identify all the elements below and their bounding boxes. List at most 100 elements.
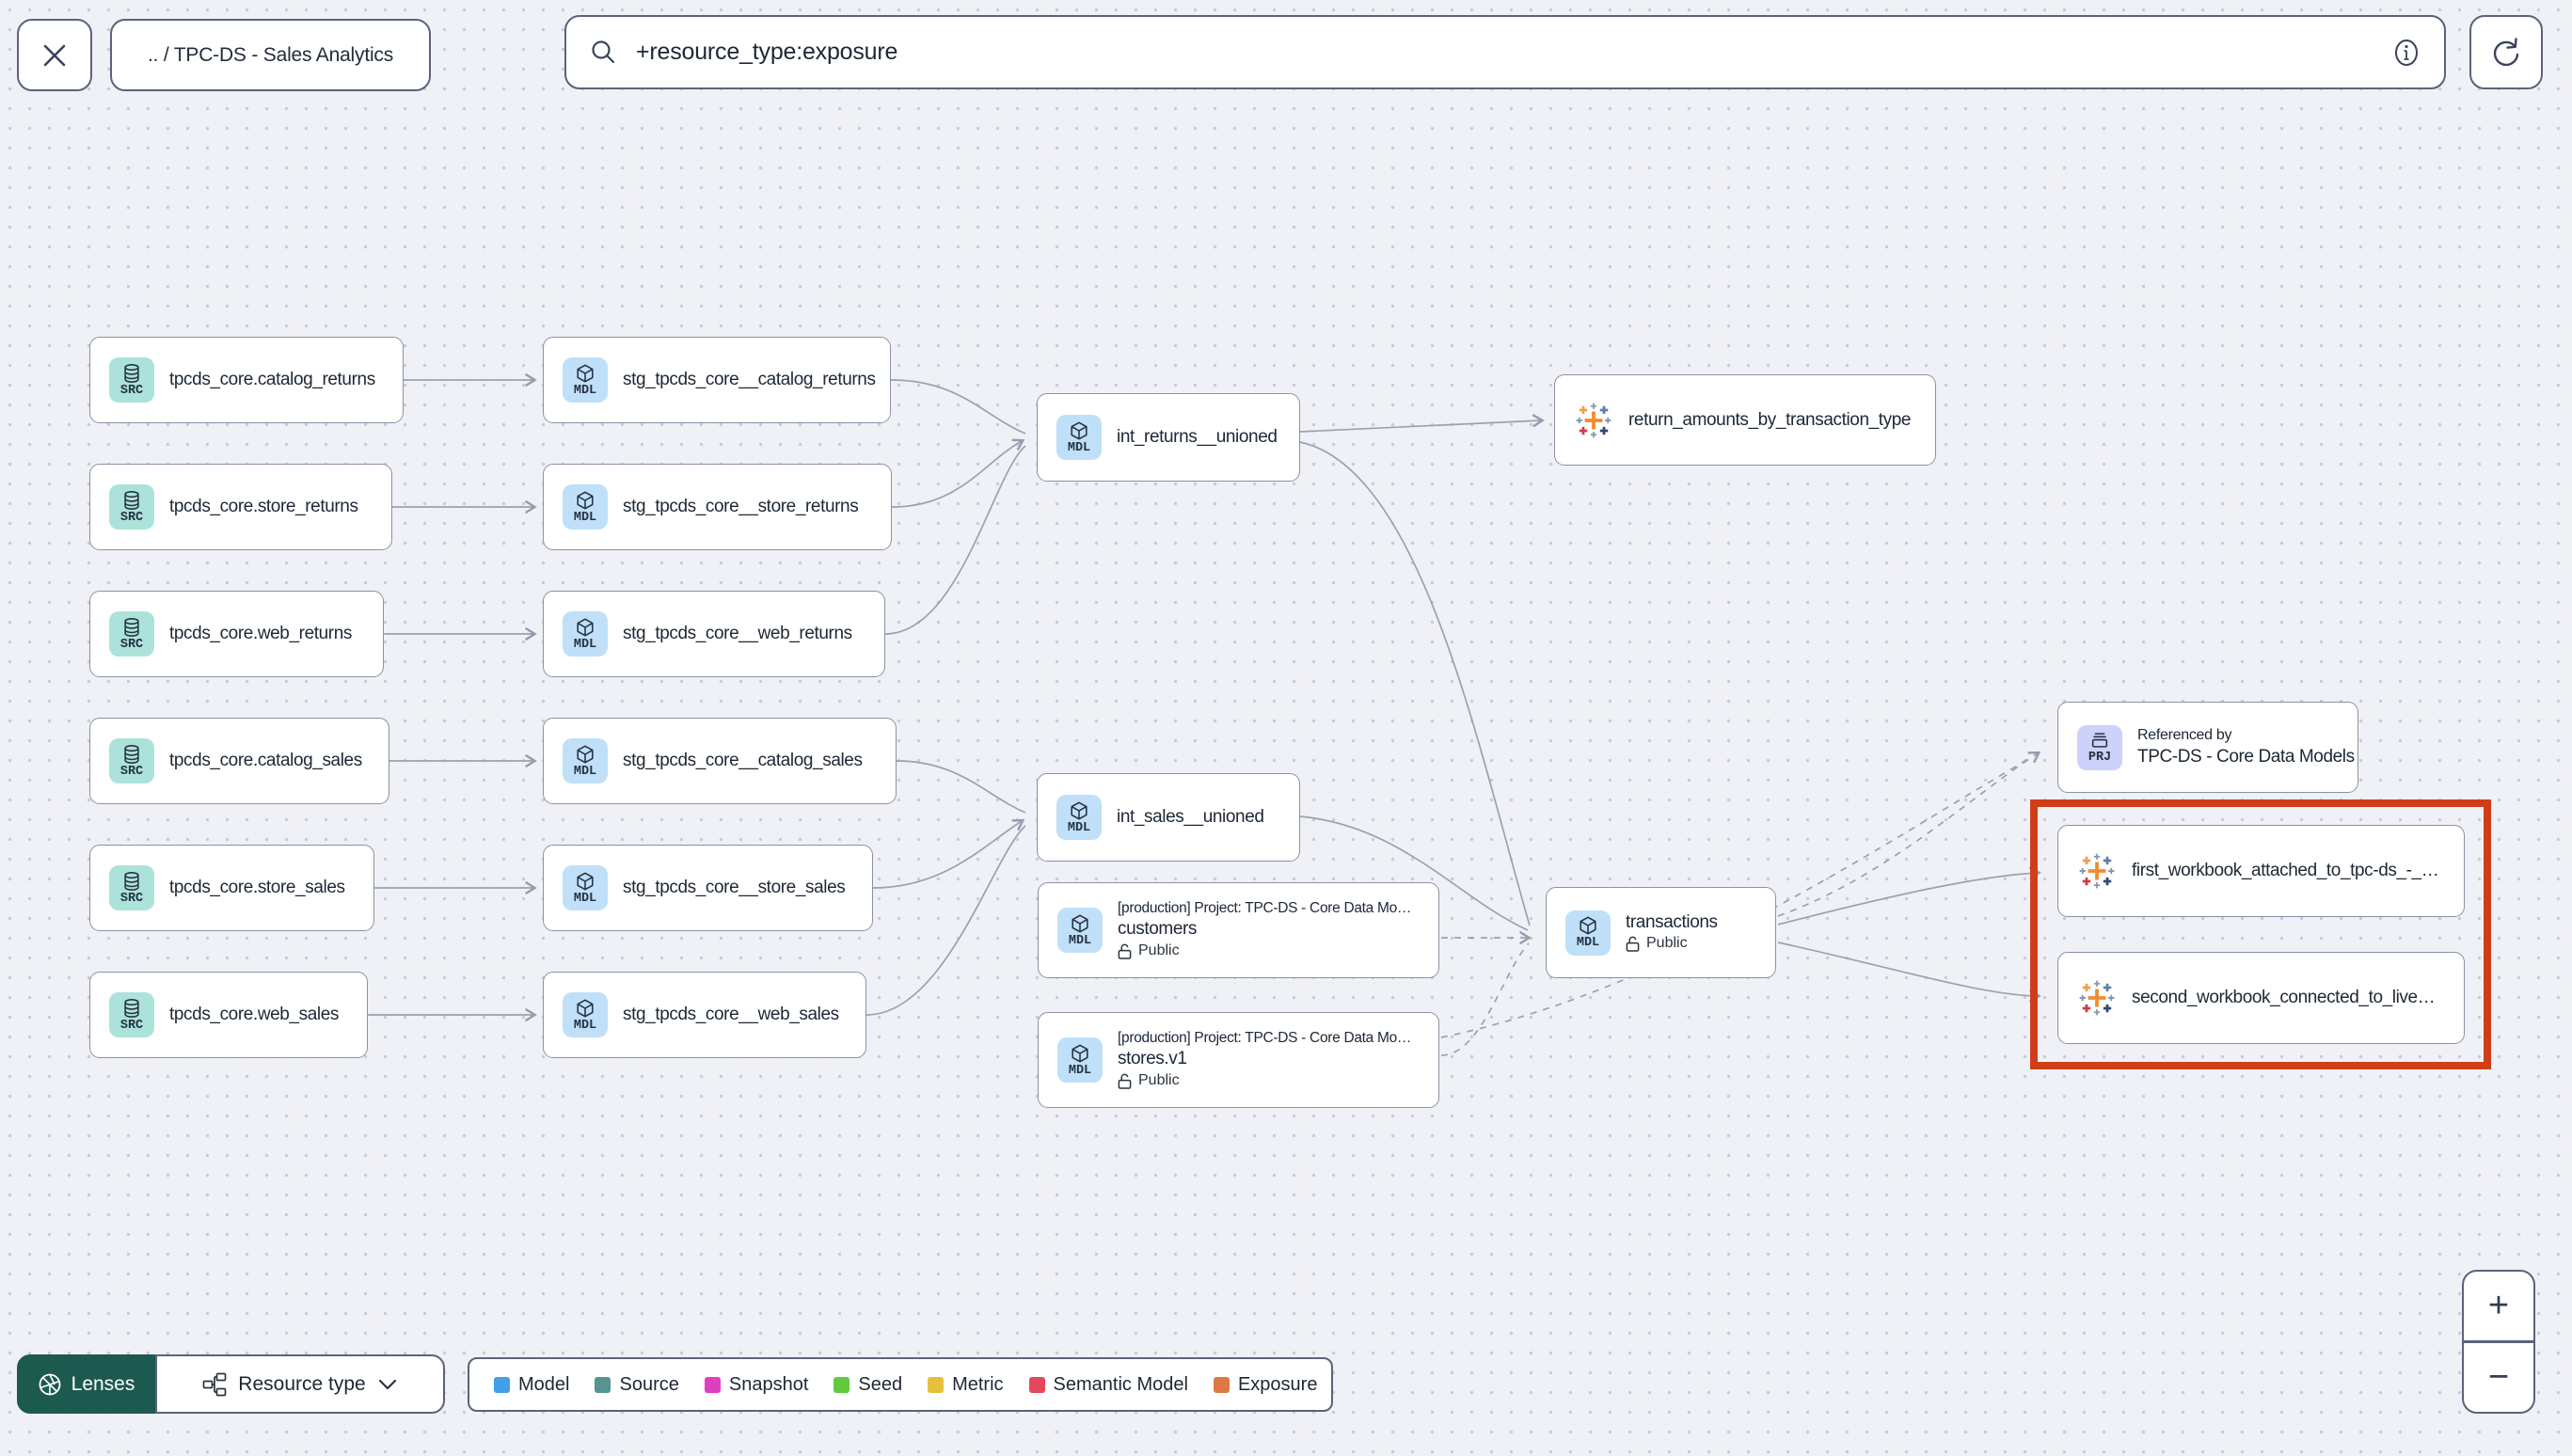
node-model-transactions[interactable]: MDL transactions Public <box>1546 887 1776 978</box>
search-icon <box>592 40 615 63</box>
node-label: tpcds_core.web_sales <box>169 1005 339 1024</box>
lenses-button[interactable]: Lenses <box>17 1354 155 1414</box>
node-label: return_amounts_by_transaction_type <box>1628 409 1912 430</box>
badge-label: MDL <box>1576 936 1600 951</box>
zoom-in-button[interactable]: + <box>2487 1286 2510 1326</box>
source-badge: SRC <box>109 611 154 657</box>
node-model-customers[interactable]: MDL [production] Project: TPC-DS - Core … <box>1038 882 1439 978</box>
model-badge: MDL <box>1056 415 1102 460</box>
node-project-label: [production] Project: TPC-DS - Core Data… <box>1118 900 1412 917</box>
source-badge: SRC <box>109 992 154 1037</box>
node-model-stg-web-returns[interactable]: MDL stg_tpcds_core__web_returns <box>543 591 885 677</box>
aperture-icon <box>39 1373 61 1395</box>
source-badge: SRC <box>109 738 154 783</box>
node-label: tpcds_core.web_returns <box>169 624 352 643</box>
node-label: tpcds_core.catalog_sales <box>169 751 362 770</box>
badge-label: SRC <box>119 383 144 398</box>
node-project-label: [production] Project: TPC-DS - Core Data… <box>1118 1030 1412 1047</box>
node-label: stg_tpcds_core__store_sales <box>623 878 846 897</box>
legend-item-seed: Seed <box>834 1374 902 1396</box>
cube-icon <box>577 364 594 383</box>
node-source-tpcds-core-catalog-sales[interactable]: SRC tpcds_core.catalog_sales <box>89 718 389 804</box>
resource-type-dropdown[interactable]: Resource type <box>155 1354 445 1414</box>
node-model-int-returns-unioned[interactable]: MDL int_returns__unioned <box>1037 393 1300 482</box>
legend-item-source: Source <box>595 1373 679 1396</box>
selection-highlight-box <box>2030 799 2491 1069</box>
model-badge: MDL <box>1057 1037 1103 1083</box>
zoom-out-button[interactable]: − <box>2487 1356 2510 1397</box>
resource-type-label: Resource type <box>238 1372 366 1395</box>
badge-label: MDL <box>573 891 597 906</box>
badge-label: MDL <box>1067 440 1091 455</box>
cube-icon <box>1071 421 1088 440</box>
database-icon <box>124 998 139 1018</box>
source-badge: SRC <box>109 865 154 910</box>
node-exposure-first-workbook[interactable]: first_workbook_attached_to_tpc-ds_-_… <box>2057 825 2465 917</box>
badge-label: SRC <box>119 637 144 652</box>
node-model-stg-web-sales[interactable]: MDL stg_tpcds_core__web_sales <box>543 972 866 1058</box>
info-icon[interactable] <box>2391 38 2421 68</box>
badge-label: SRC <box>119 891 144 906</box>
legend-item-exposure: Exposure <box>1213 1373 1318 1396</box>
cube-icon <box>1580 916 1596 935</box>
search-input[interactable] <box>634 38 2374 67</box>
exposure-color-swatch <box>1213 1376 1230 1393</box>
tableau-icon <box>2079 853 2115 889</box>
tableau-icon <box>1576 403 1611 437</box>
cube-icon <box>577 618 594 637</box>
legend-label: Semantic Model <box>1053 1373 1188 1395</box>
zoom-controls: + − <box>2462 1270 2535 1414</box>
legend-label: Exposure <box>1237 1373 1318 1395</box>
legend-label: Source <box>619 1373 679 1395</box>
cube-icon <box>1071 801 1088 820</box>
legend-label: Snapshot <box>728 1373 809 1395</box>
search-bar <box>564 15 2446 89</box>
legend-item-snapshot: Snapshot <box>704 1373 809 1396</box>
database-icon <box>124 744 139 764</box>
tableau-icon <box>2079 980 2115 1016</box>
badge-label: SRC <box>119 764 144 779</box>
cube-icon <box>577 999 594 1018</box>
visibility-label: Public <box>1138 942 1180 959</box>
node-project-referenced-by[interactable]: PRJ Referenced by TPC-DS - Core Data Mod… <box>2057 702 2358 793</box>
visibility-row: Public <box>1118 942 1411 961</box>
node-model-stg-catalog-sales[interactable]: MDL stg_tpcds_core__catalog_sales <box>543 718 897 804</box>
node-source-tpcds-core-store-sales[interactable]: SRC tpcds_core.store_sales <box>89 845 374 931</box>
node-model-stg-catalog-returns[interactable]: MDL stg_tpcds_core__catalog_returns <box>543 337 891 423</box>
unlock-icon <box>1626 936 1640 953</box>
node-exposure-return-amounts[interactable]: return_amounts_by_transaction_type <box>1554 374 1936 466</box>
unlock-icon <box>1118 1073 1132 1089</box>
node-model-stg-store-returns[interactable]: MDL stg_tpcds_core__store_returns <box>543 464 892 550</box>
unlock-icon <box>1118 943 1132 959</box>
badge-label: SRC <box>119 510 144 525</box>
model-badge: MDL <box>563 611 608 657</box>
breadcrumb[interactable]: .. / TPC-DS - Sales Analytics <box>110 19 431 91</box>
node-label: TPC-DS - Core Data Models <box>2137 746 2355 767</box>
node-source-tpcds-core-web-sales[interactable]: SRC tpcds_core.web_sales <box>89 972 368 1058</box>
close-button[interactable] <box>17 19 92 91</box>
node-model-int-sales-unioned[interactable]: MDL int_sales__unioned <box>1037 773 1300 862</box>
badge-label: MDL <box>1068 1063 1092 1078</box>
database-icon <box>124 871 139 891</box>
node-source-tpcds-core-catalog-returns[interactable]: SRC tpcds_core.catalog_returns <box>89 337 404 423</box>
node-model-stg-store-sales[interactable]: MDL stg_tpcds_core__store_sales <box>543 845 873 931</box>
badge-label: SRC <box>119 1018 144 1033</box>
node-label: tpcds_core.store_sales <box>169 878 345 897</box>
legend-item-metric: Metric <box>928 1374 1004 1396</box>
node-model-stores-v1[interactable]: MDL [production] Project: TPC-DS - Core … <box>1038 1012 1439 1108</box>
legend-label: Seed <box>858 1373 903 1395</box>
node-label: stg_tpcds_core__catalog_returns <box>623 370 876 389</box>
node-source-tpcds-core-web-returns[interactable]: SRC tpcds_core.web_returns <box>89 591 384 677</box>
cube-icon <box>577 872 594 891</box>
node-label: customers <box>1118 919 1198 940</box>
node-label: stg_tpcds_core__store_returns <box>623 497 859 516</box>
close-icon <box>43 44 66 66</box>
node-label: first_workbook_attached_to_tpc-ds_-_… <box>2132 861 2439 880</box>
model-badge: MDL <box>563 357 608 403</box>
badge-label: MDL <box>1068 933 1092 948</box>
badge-label: PRJ <box>2088 751 2112 766</box>
cube-icon <box>577 745 594 764</box>
node-exposure-second-workbook[interactable]: second_workbook_connected_to_live… <box>2057 952 2465 1044</box>
refresh-button[interactable] <box>2469 15 2543 89</box>
node-source-tpcds-core-store-returns[interactable]: SRC tpcds_core.store_returns <box>89 464 392 550</box>
